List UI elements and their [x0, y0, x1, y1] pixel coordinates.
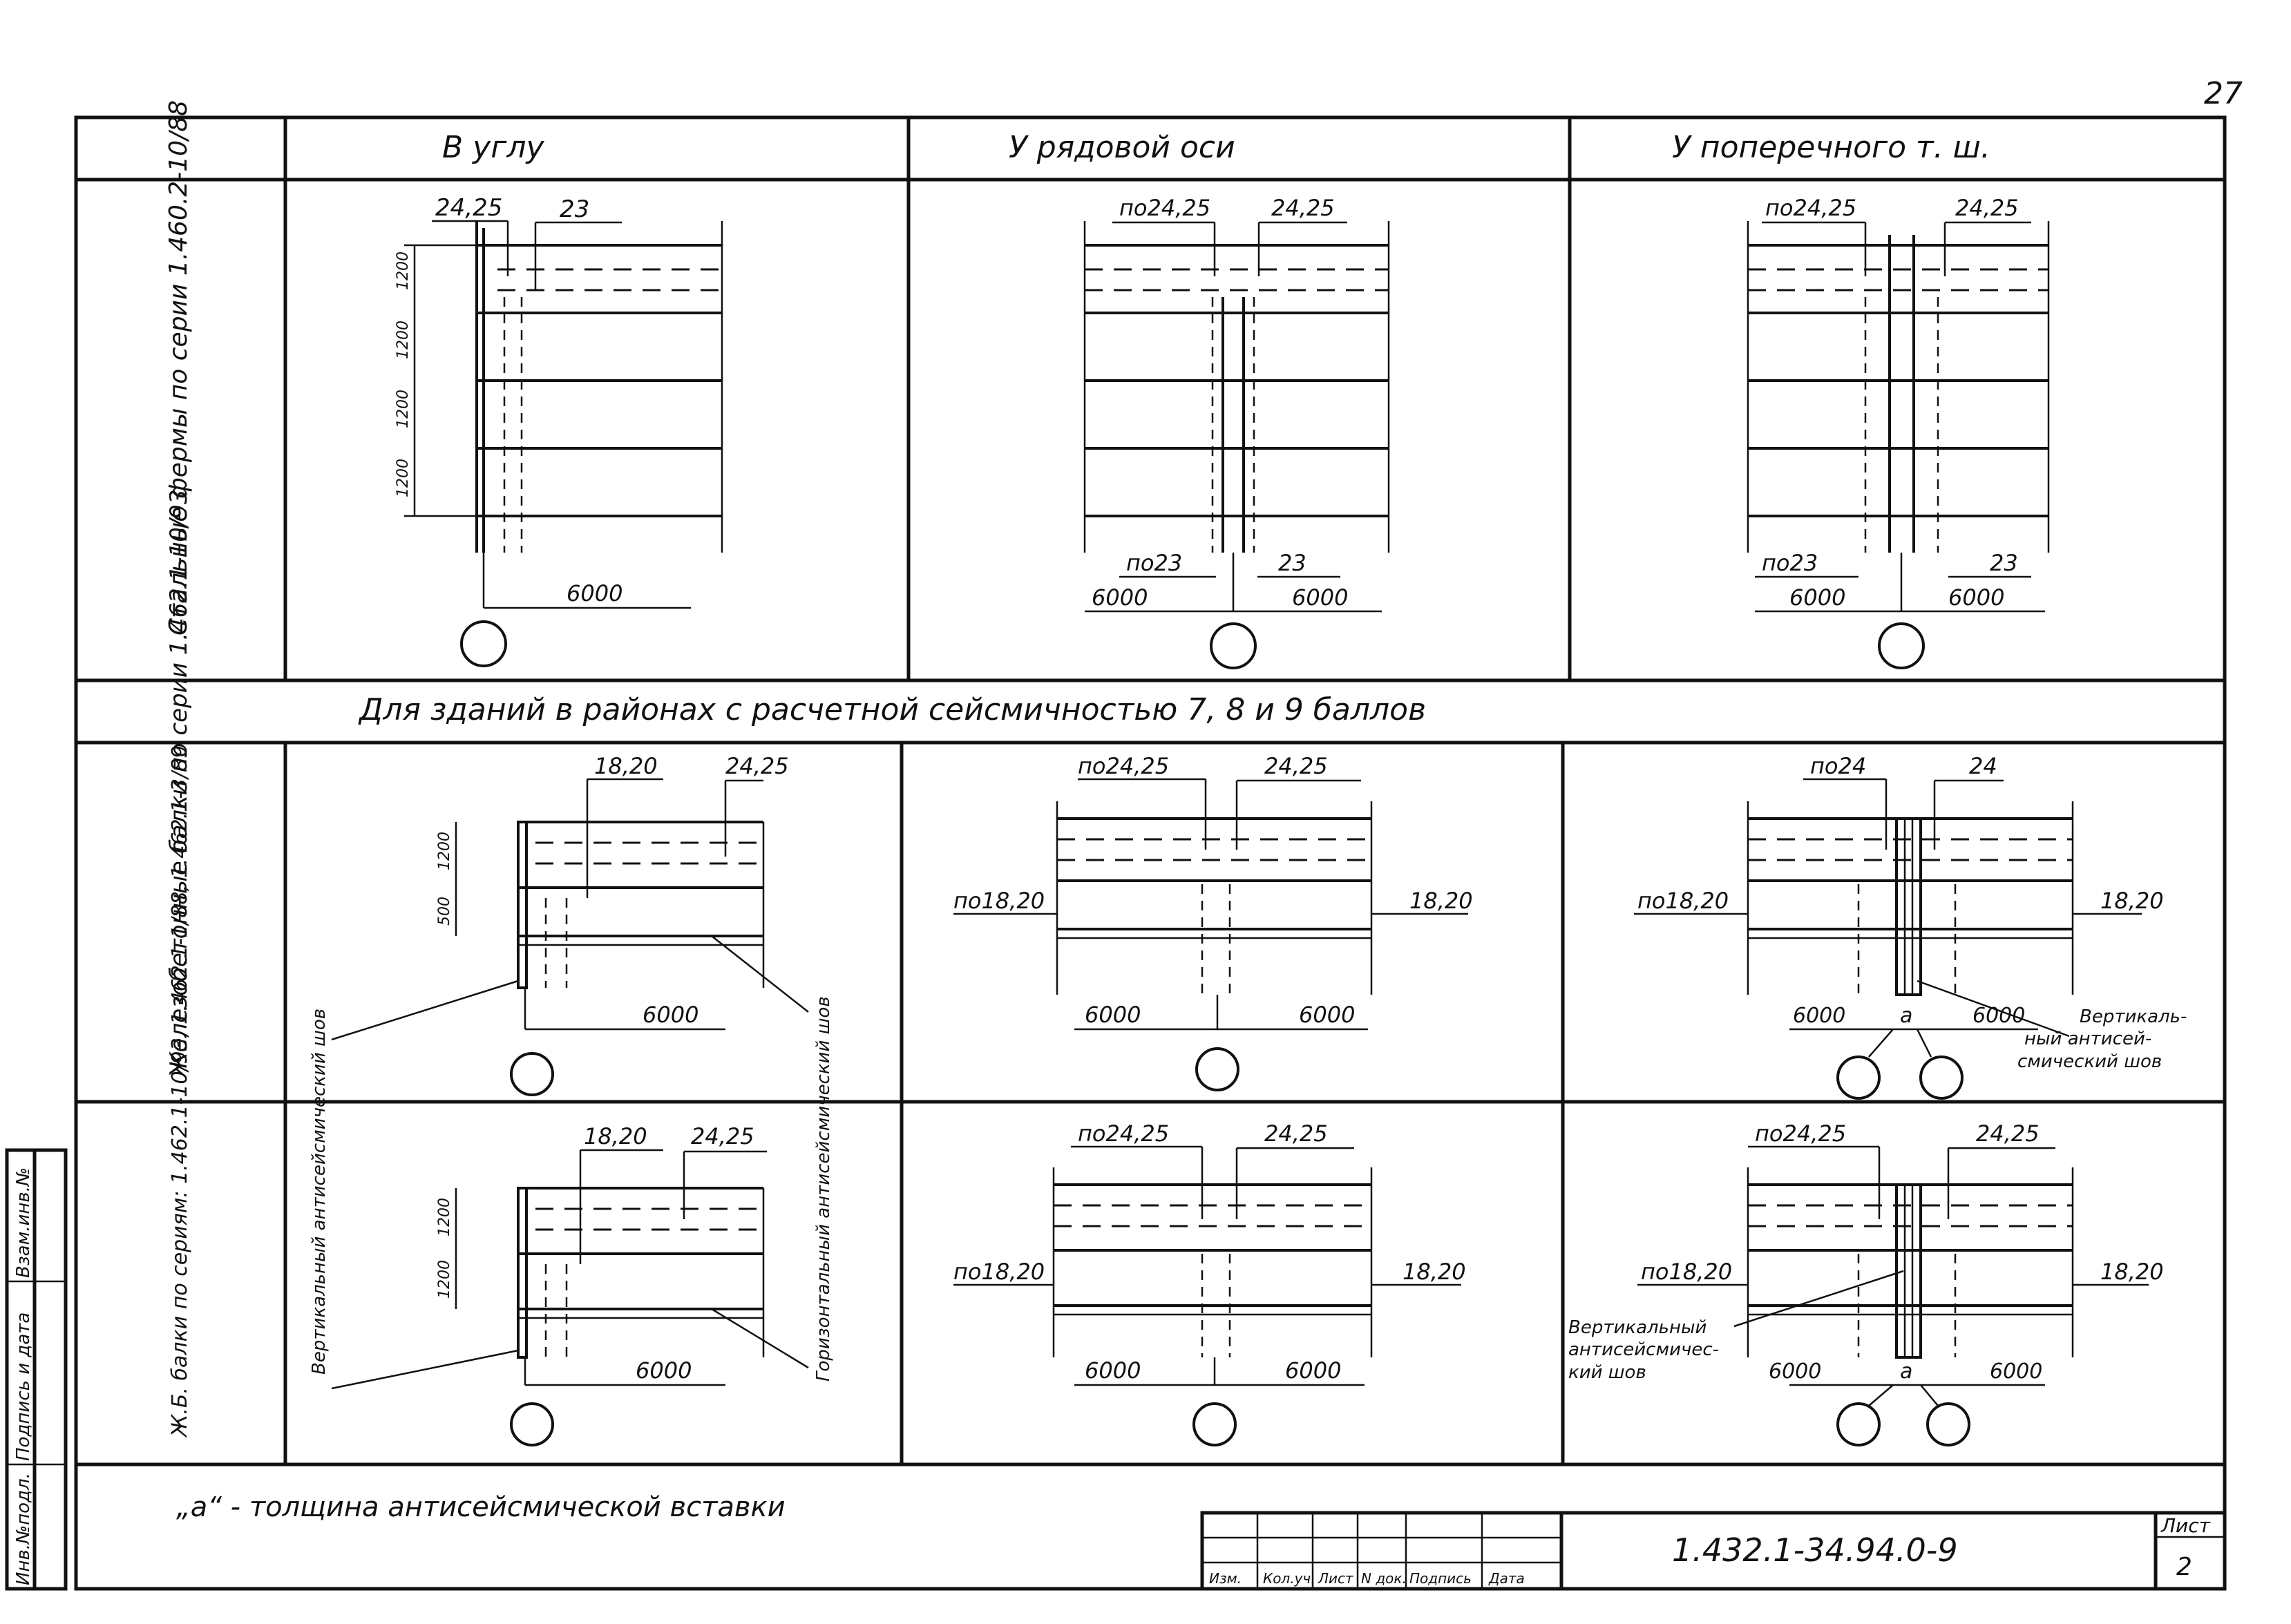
detail-rcs-row-axis: по24,25 24,25 по18,20 18,20 6000 6000 — [953, 1120, 1466, 1446]
detail-steel-corner: 1200 1200 1200 1200 24,25 23 6000 — [394, 194, 723, 667]
svg-text:Подпись: Подпись — [1409, 1570, 1472, 1587]
main-frame — [74, 115, 2227, 1591]
svg-text:1200: 1200 — [394, 251, 412, 290]
svg-text:по18,20: по18,20 — [1637, 888, 1729, 914]
detail-rcs-corner: 1200 1200 18,20 24,25 6000 Вертикальный … — [309, 996, 834, 1446]
svg-text:6000: 6000 — [1990, 1359, 2042, 1384]
svg-text:6000: 6000 — [1972, 1004, 2025, 1028]
svg-text:23: 23 — [1278, 550, 1306, 576]
svg-text:по18,20: по18,20 — [1641, 1259, 1732, 1285]
title-block: Изм. Кол.уч. Лист N док. Подпись Дата 1.… — [1200, 1511, 2227, 1591]
svg-text:24,25: 24,25 — [1264, 1120, 1328, 1147]
document-code: 1.432.1-34.94.0-9 — [1672, 1531, 1958, 1569]
svg-text:24,25: 24,25 — [725, 753, 789, 779]
svg-text:6000: 6000 — [1948, 584, 2004, 611]
detail-steel-row-axis: по24,25 24,25 по23 23 6000 6000 — [1083, 195, 1390, 669]
svg-text:Изм.: Изм. — [1209, 1570, 1242, 1587]
svg-text:Дата: Дата — [1488, 1570, 1525, 1587]
svg-text:кий шов: кий шов — [1568, 1362, 1646, 1383]
svg-text:Инв.№подл.: Инв.№подл. — [13, 1473, 34, 1585]
svg-text:6000: 6000 — [1299, 1002, 1355, 1028]
svg-text:по24,25: по24,25 — [1078, 1120, 1169, 1147]
row-label-rc-beams-series: Ж.Б. балки по сериям: 1.462.1-10/93, 1.4… — [168, 745, 192, 1438]
detail-rc-row-axis: по24,25 24,25 по18,20 18,20 6000 6000 — [953, 753, 1473, 1091]
label-vertical-seam: Вертикальный антисейсмический шов — [309, 1009, 330, 1375]
svg-text:по18,20: по18,20 — [953, 1259, 1045, 1285]
svg-text:Вертикаль-: Вертикаль- — [2080, 1006, 2187, 1027]
svg-text:по24,25: по24,25 — [1078, 753, 1169, 779]
svg-text:24,25: 24,25 — [1955, 195, 2019, 221]
svg-text:24,25: 24,25 — [1271, 195, 1335, 221]
svg-text:24,25: 24,25 — [1264, 753, 1328, 779]
svg-text:Подпись и дата: Подпись и дата — [13, 1312, 34, 1461]
sheet-number: 2 — [2176, 1553, 2192, 1581]
svg-text:1200: 1200 — [436, 1260, 453, 1299]
svg-text:6000: 6000 — [1793, 1004, 1845, 1028]
svg-text:по18,20: по18,20 — [953, 888, 1045, 914]
header-corner: В углу — [442, 130, 544, 165]
detail-rcs-transverse: по24,25 24,25 по18,20 18,20 6000 а 6000 … — [1568, 1120, 2164, 1446]
svg-text:6000: 6000 — [1092, 584, 1148, 611]
svg-text:24: 24 — [1969, 753, 1997, 779]
label-horizontal-seam: Горизонтальный антисейсмический шов — [813, 996, 834, 1382]
detail-steel-transverse: по24,25 24,25 по23 23 6000 6000 — [1747, 195, 2050, 669]
svg-text:6000: 6000 — [1292, 584, 1348, 611]
svg-text:18,20: 18,20 — [594, 753, 658, 779]
svg-text:по24,25: по24,25 — [1765, 195, 1856, 221]
svg-text:24,25: 24,25 — [1976, 1120, 2040, 1147]
svg-text:по24,25: по24,25 — [1755, 1120, 1846, 1147]
svg-text:18,20: 18,20 — [2100, 888, 2164, 914]
svg-text:1200: 1200 — [394, 459, 412, 497]
svg-text:1200: 1200 — [394, 390, 412, 428]
svg-text:по23: по23 — [1126, 550, 1182, 576]
svg-text:Вертикальный: Вертикальный — [1568, 1317, 1707, 1338]
seismic-band-title: Для зданий в районах с расчетной сейсмич… — [358, 692, 1426, 727]
svg-text:Кол.уч.: Кол.уч. — [1263, 1570, 1315, 1587]
svg-text:6000: 6000 — [636, 1357, 692, 1384]
row-label-rc-beams: Железобетонные балки по серии 1.462.1-10… — [165, 489, 193, 1079]
svg-text:по24: по24 — [1810, 753, 1866, 779]
svg-text:а: а — [1900, 1004, 1912, 1028]
svg-text:18,20: 18,20 — [2100, 1259, 2164, 1285]
svg-text:23: 23 — [1990, 550, 2018, 576]
svg-text:Лист: Лист — [1318, 1570, 1354, 1587]
svg-text:6000: 6000 — [1769, 1359, 1821, 1384]
svg-text:18,20: 18,20 — [1403, 1259, 1466, 1285]
svg-text:6000: 6000 — [567, 580, 622, 606]
detail-rc-transverse: по24 24 по18,20 18,20 6000 а 6000 Вертик… — [1634, 753, 2187, 1100]
sheet-label: Лист — [2160, 1514, 2211, 1537]
row-label-steel-trusses: Стальные фермы по серии 1.460.2-10/88 — [164, 100, 193, 636]
svg-text:N док.: N док. — [1361, 1570, 1407, 1587]
svg-text:антисейсмичес-: антисейсмичес- — [1568, 1339, 1719, 1360]
svg-text:ный антисей-: ный антисей- — [2024, 1029, 2151, 1049]
svg-text:23: 23 — [560, 195, 589, 223]
detail-rc-corner: 1200 500 18,20 24,25 6000 — [331, 753, 809, 1096]
svg-text:6000: 6000 — [643, 1002, 698, 1028]
svg-text:1200: 1200 — [436, 832, 453, 870]
svg-text:а: а — [1900, 1359, 1912, 1384]
svg-text:6000: 6000 — [1085, 1002, 1141, 1028]
svg-text:6000: 6000 — [1789, 584, 1845, 611]
header-row-axis: У рядовой оси — [1009, 130, 1235, 165]
svg-text:24,25: 24,25 — [691, 1123, 754, 1149]
page-number: 27 — [2204, 76, 2243, 111]
header-transverse: У поперечного т. ш. — [1672, 130, 1990, 165]
svg-text:1200: 1200 — [394, 321, 412, 359]
svg-text:1200: 1200 — [436, 1198, 453, 1236]
svg-text:по23: по23 — [1762, 550, 1818, 576]
svg-text:Взам.инв.№: Взам.инв.№ — [13, 1167, 34, 1278]
side-strip: Инв.№подл. Подпись и дата Взам.инв.№ — [5, 1148, 68, 1591]
svg-text:18,20: 18,20 — [584, 1123, 647, 1149]
svg-text:6000: 6000 — [1285, 1357, 1341, 1384]
svg-text:18,20: 18,20 — [1409, 888, 1473, 914]
note-insert-thickness: „а“ - толщина антисейсмической вставки — [176, 1491, 786, 1523]
svg-text:500: 500 — [436, 897, 453, 926]
svg-text:по24,25: по24,25 — [1119, 195, 1210, 221]
svg-text:6000: 6000 — [1085, 1357, 1141, 1384]
svg-text:24,25: 24,25 — [435, 194, 502, 222]
svg-text:смический шов: смический шов — [2017, 1051, 2162, 1072]
